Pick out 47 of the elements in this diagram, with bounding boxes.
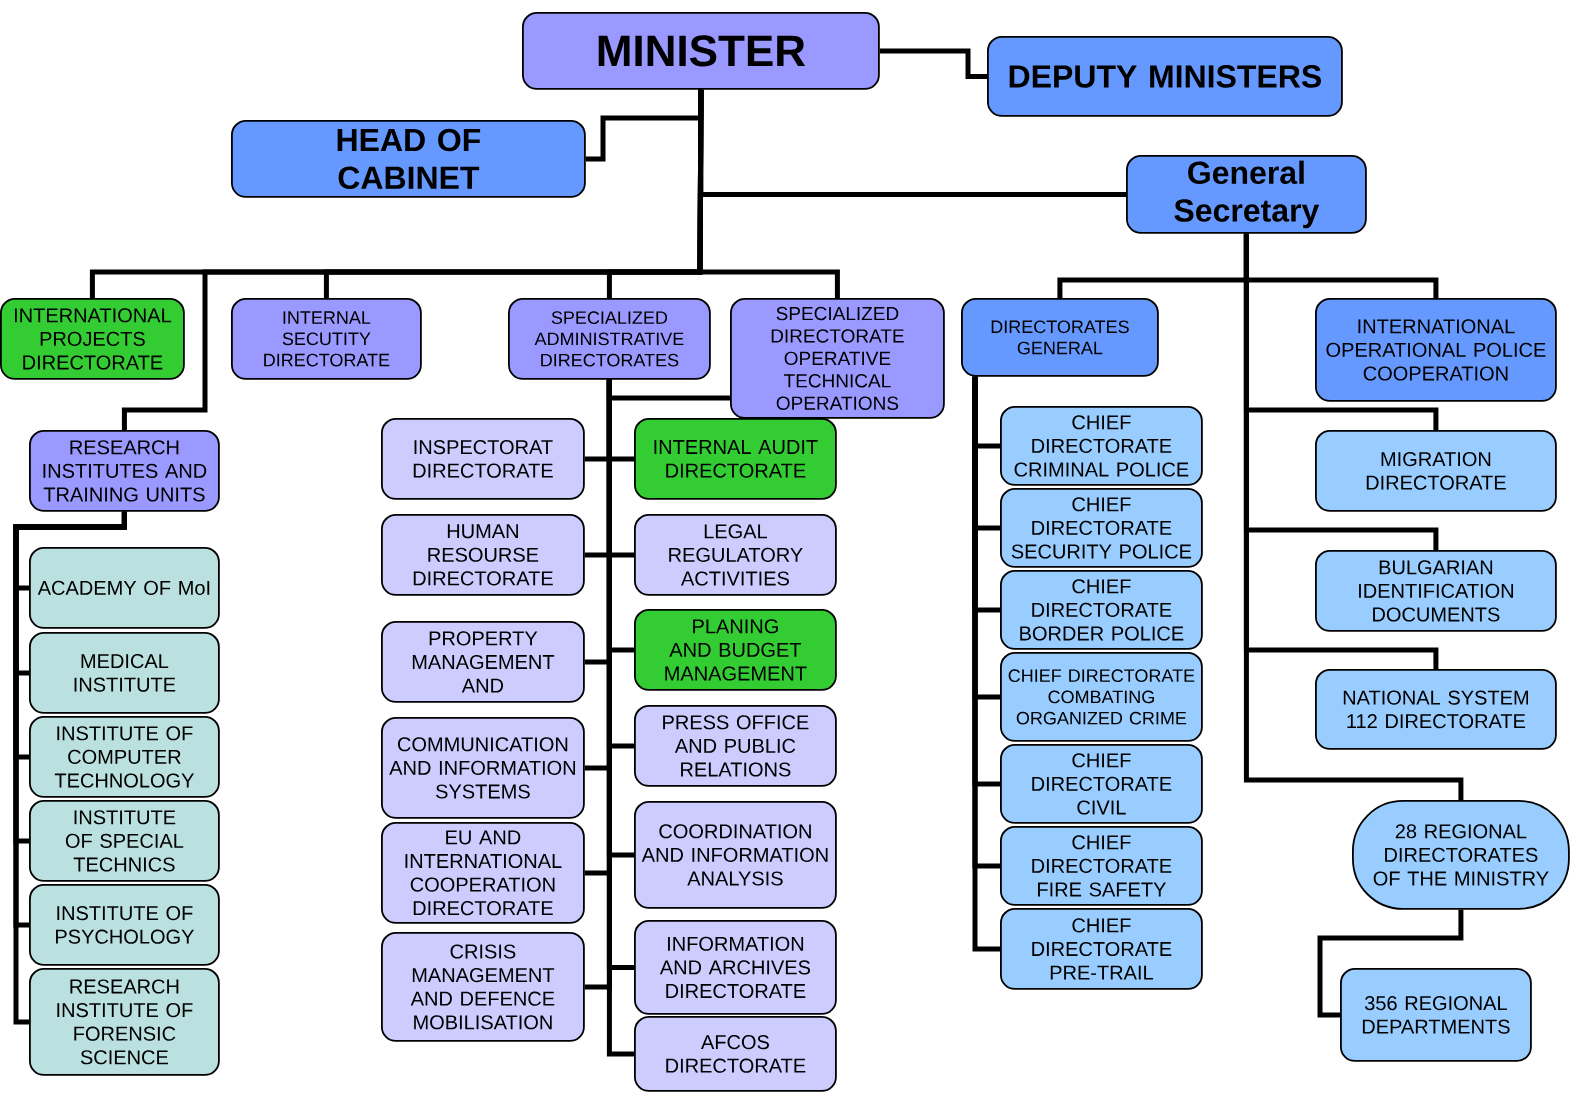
- org-unit-box: SPECIALIZED ADMINISTRATIVE DIRECTORATES: [508, 298, 711, 380]
- org-unit-box: MIGRATION DIRECTORATE: [1315, 430, 1557, 512]
- org-unit-box: COMMUNICATION AND INFORMATION SYSTEMS: [381, 717, 585, 819]
- connector-line: [13, 511, 127, 1025]
- org-unit-box: MINISTER: [522, 12, 880, 90]
- org-unit-box: BULGARIAN IDENTIFICATION DOCUMENTS: [1315, 550, 1557, 632]
- org-unit-box: CHIEF DIRECTORATE BORDER POLICE: [1000, 570, 1203, 650]
- connector-line: [121, 89, 704, 430]
- org-unit-box: INSPECTORAT DIRECTORATE: [381, 418, 585, 500]
- org-unit-box: COORDINATION AND INFORMATION ANALYSIS: [634, 801, 837, 909]
- org-unit-box: CHIEF DIRECTORATE CIVIL: [1000, 744, 1203, 824]
- org-unit-box: HEAD OF CABINET: [231, 120, 586, 198]
- org-unit-box: AFCOS DIRECTORATE: [634, 1016, 837, 1092]
- connector-line: [1317, 909, 1464, 1018]
- org-unit-box: HUMAN RESOURSE DIRECTORATE: [381, 514, 585, 596]
- org-unit-box: ACADEMY OF MoI: [29, 547, 220, 629]
- org-unit-box: RESEARCH INSTITUTES AND TRAINING UNITS: [29, 430, 220, 512]
- org-unit-box: NATIONAL SYSTEM 112 DIRECTORATE: [1315, 669, 1557, 750]
- org-unit-box: CHIEF DIRECTORATE PRE-TRAIL: [1000, 908, 1203, 990]
- org-unit-box: 356 REGIONAL DEPARTMENTS: [1340, 968, 1532, 1062]
- org-unit-box: DEPUTY MINISTERS: [987, 36, 1343, 117]
- org-unit-box: INTERNATIONAL PROJECTS DIRECTORATE: [0, 298, 185, 380]
- org-unit-box: CRISIS MANAGEMENT AND DEFENCE MOBILISATION: [381, 932, 585, 1042]
- org-unit-box: INSTITUTE OF COMPUTER TECHNOLOGY: [29, 716, 220, 798]
- org-unit-box: CHIEF DIRECTORATE FIRE SAFETY: [1000, 826, 1203, 906]
- org-unit-box: EU AND INTERNATIONAL COOPERATION DIRECTORATE: [381, 822, 585, 924]
- org-unit-box: PRESS OFFICE AND PUBLIC RELATIONS: [634, 705, 837, 787]
- connector-line: [879, 48, 987, 79]
- org-unit-box: INSTITUTE OF SPECIAL TECHNICS: [29, 800, 220, 882]
- org-unit-box: 28 REGIONAL DIRECTORATES OF THE MINISTRY: [1352, 800, 1570, 910]
- org-unit-box: PROPERTY MANAGEMENT AND: [381, 621, 585, 703]
- org-unit-box: SPECIALIZED DIRECTORATE OPERATIVE TECHNICAL OPERATIONS: [730, 298, 945, 419]
- connector-line: [1243, 233, 1464, 800]
- org-unit-box: DIRECTORATES GENERAL: [961, 298, 1159, 377]
- org-unit-box: INTERNAL SECUTITY DIRECTORATE: [231, 298, 422, 380]
- org-unit-box: General Secretary: [1126, 155, 1367, 234]
- org-unit-box: CHIEF DIRECTORATE SECURITY POLICE: [1000, 488, 1203, 568]
- org-unit-box: PLANING AND BUDGET MANAGEMENT: [634, 609, 837, 691]
- org-unit-box: INSTITUTE OF PSYCHOLOGY: [29, 884, 220, 966]
- org-unit-box: MEDICAL INSTITUTE: [29, 632, 220, 714]
- org-unit-box: INTERNATIONAL OPERATIONAL POLICE COOPERATION: [1315, 298, 1557, 402]
- org-unit-box: CHIEF DIRECTORATE COMBATING ORGANIZED CRIME: [1000, 652, 1203, 742]
- org-unit-box: INFORMATION AND ARCHIVES DIRECTORATE: [634, 920, 837, 1015]
- org-unit-box: CHIEF DIRECTORATE CRIMINAL POLICE: [1000, 406, 1203, 486]
- org-unit-box: LEGAL REGULATORY ACTIVITIES: [634, 514, 837, 596]
- org-unit-box: INTERNAL AUDIT DIRECTORATE: [634, 418, 837, 500]
- org-unit-box: RESEARCH INSTITUTE OF FORENSIC SCIENCE: [29, 968, 220, 1076]
